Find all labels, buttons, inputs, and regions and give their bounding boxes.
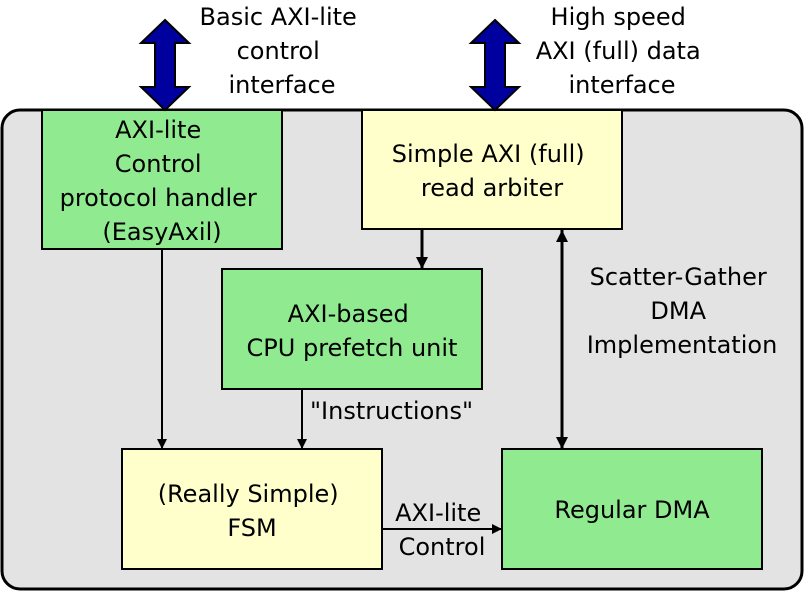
data-interface-double-arrow	[468, 18, 522, 112]
axil-control-line-1: AXI-lite	[395, 499, 481, 527]
control-interface-double-arrow	[138, 18, 192, 112]
instructions-label: "Instructions"	[310, 397, 473, 425]
svg-text:AXI-based CPU prefetch u: AXI-based CPU prefetch unit	[247, 300, 458, 362]
prefetch-line-2: CPU prefetch unit	[247, 334, 458, 362]
block-axil-handler: AXI-lite Control protocol handler (EasyA…	[41, 109, 283, 250]
svg-text:(Really Simple) FSM: (Really Simple) FSM	[158, 480, 347, 542]
control-interface-line-1: Basic AXI-lite	[200, 3, 357, 31]
block-read-arbiter: Simple AXI (full) read arbiter	[361, 109, 623, 230]
svg-text:AXI-lite Control p: AXI-lite Control protocol handler (EasyA…	[60, 116, 265, 246]
prefetch-line-1: AXI-based	[288, 300, 409, 328]
block-regular-dma: Regular DMA	[501, 448, 763, 570]
axil-control-line-2: Control	[399, 533, 486, 561]
dma-line-1: Regular DMA	[554, 496, 710, 524]
data-interface-line-3: interface	[568, 71, 675, 99]
axil-handler-line-1: AXI-lite	[115, 116, 201, 144]
block-prefetch-unit: AXI-based CPU prefetch unit	[221, 268, 483, 390]
fsm-line-1: (Really Simple)	[158, 480, 339, 508]
control-interface-line-2: control	[237, 37, 320, 65]
sg-dma-line-2: DMA	[650, 297, 706, 325]
data-interface-line-1: High speed	[551, 3, 686, 31]
axil-handler-line-3: protocol handler	[60, 184, 257, 212]
sg-dma-line-3: Implementation	[587, 331, 778, 359]
control-interface-label: Basic AXI-lite control interface	[200, 3, 365, 99]
data-interface-line-2: AXI (full) data	[536, 37, 701, 65]
block-fsm: (Really Simple) FSM	[121, 448, 383, 570]
axil-handler-line-2: Control	[115, 150, 202, 178]
fsm-line-2: FSM	[227, 514, 276, 542]
read-arbiter-line-1: Simple AXI (full)	[392, 140, 585, 168]
sg-dma-label: Scatter-Gather DMA Implementation	[587, 263, 778, 359]
svg-text:Regular DMA: Regular DMA	[554, 496, 710, 524]
sg-dma-line-1: Scatter-Gather	[590, 263, 767, 291]
data-interface-label: High speed AXI (full) data interface	[536, 3, 709, 99]
svg-text:Simple AXI (full) read a: Simple AXI (full) read arbiter	[392, 140, 593, 202]
axil-handler-line-4: (EasyAxil)	[102, 218, 221, 246]
control-interface-line-3: interface	[228, 71, 335, 99]
read-arbiter-line-2: read arbiter	[421, 174, 563, 202]
axil-control-label: AXI-lite Control	[395, 499, 489, 561]
